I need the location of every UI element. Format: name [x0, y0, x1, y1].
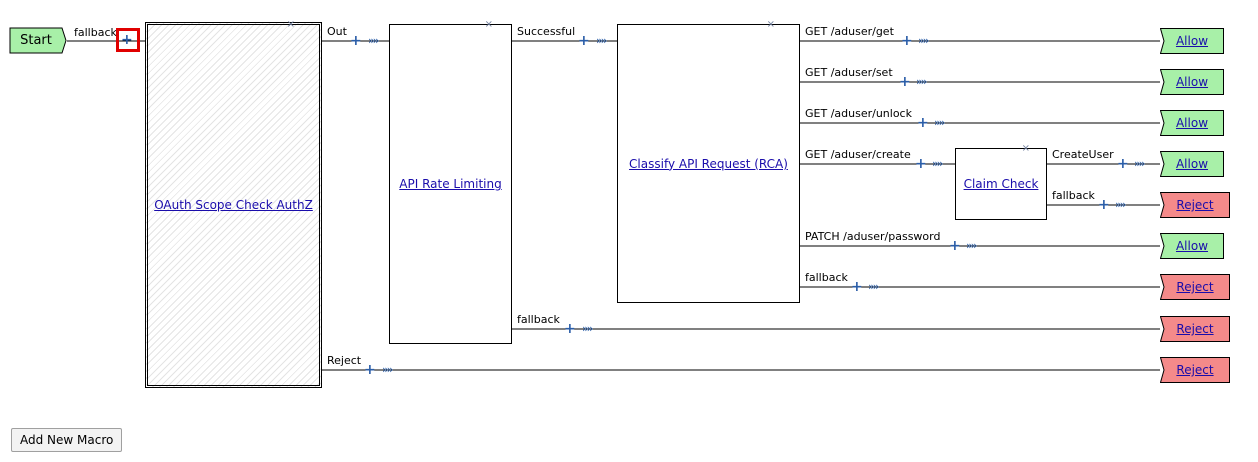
edge-label-oauth-out: Out	[327, 25, 347, 38]
terminal-allow-label[interactable]: Allow	[1175, 157, 1209, 171]
start-shape	[9, 27, 67, 54]
terminal-reject[interactable]: Reject	[1160, 192, 1230, 218]
connector-arrow-icon: »»	[966, 239, 978, 252]
edge-label-claim-fallback: fallback	[1052, 189, 1095, 202]
node-claim-check[interactable]: Claim Check ×	[955, 144, 1047, 220]
edge-label-get-aduser-set: GET /aduser/set	[805, 66, 893, 79]
plus-icon[interactable]: +	[901, 33, 913, 49]
edge-label-rate-fallback: fallback	[517, 313, 560, 326]
connector-arrow-icon: »»	[932, 157, 944, 170]
edge-label-get-aduser-unlock: GET /aduser/unlock	[805, 107, 912, 120]
plus-icon[interactable]: +	[949, 238, 961, 254]
terminal-allow-shape	[1160, 69, 1224, 95]
terminal-reject-label[interactable]: Reject	[1176, 198, 1214, 212]
edge-label-classify-fallback: fallback	[805, 271, 848, 284]
terminal-allow[interactable]: Allow	[1160, 110, 1224, 136]
terminal-allow-label[interactable]: Allow	[1175, 34, 1209, 48]
node-api-rate-limiting[interactable]: API Rate Limiting ×	[389, 20, 512, 344]
terminal-allow[interactable]: Allow	[1160, 69, 1224, 95]
connector-arrow-icon: »»	[1134, 157, 1146, 170]
node-oauth-label[interactable]: OAuth Scope Check AuthZ	[154, 198, 313, 212]
close-icon[interactable]: ×	[766, 19, 775, 30]
terminal-allow-shape	[1160, 151, 1224, 177]
terminal-reject-label[interactable]: Reject	[1176, 363, 1214, 377]
terminal-reject-shape	[1160, 316, 1230, 342]
terminal-reject-shape	[1160, 192, 1230, 218]
edge-label-oauth-reject: Reject	[327, 354, 362, 367]
terminal-reject[interactable]: Reject	[1160, 357, 1230, 383]
connector-arrow-icon: »»	[382, 363, 394, 376]
terminal-reject-label[interactable]: Reject	[1176, 280, 1214, 294]
start-label: Start	[20, 33, 52, 48]
close-icon[interactable]: ×	[484, 19, 493, 30]
edge-label-get-aduser-create: GET /aduser/create	[805, 148, 911, 161]
node-classify-api-request[interactable]: Classify API Request (RCA) ×	[617, 20, 800, 303]
connector-arrow-icon: »»	[582, 322, 594, 335]
node-classify-label[interactable]: Classify API Request (RCA)	[629, 156, 788, 171]
plus-icon[interactable]: +	[350, 33, 362, 49]
terminal-allow[interactable]: Allow	[1160, 28, 1224, 54]
node-rate-label[interactable]: API Rate Limiting	[399, 177, 502, 191]
terminal-allow-shape	[1160, 233, 1224, 259]
edge-label-rate-successful: Successful	[517, 25, 576, 38]
plus-icon[interactable]: +	[899, 74, 911, 90]
terminal-allow[interactable]: Allow	[1160, 151, 1224, 177]
plus-icon[interactable]: +	[564, 321, 576, 337]
plus-icon[interactable]: +	[121, 32, 133, 48]
terminal-allow-shape	[1160, 28, 1224, 54]
add-new-macro-button[interactable]: Add New Macro	[11, 428, 123, 452]
terminal-reject-shape	[1160, 357, 1230, 383]
plus-icon[interactable]: +	[1098, 197, 1110, 213]
node-claim-label[interactable]: Claim Check	[963, 177, 1039, 191]
connector-arrow-icon: »»	[918, 34, 930, 47]
terminal-allow-label[interactable]: Allow	[1175, 75, 1209, 89]
connector-arrow-icon: »»	[368, 34, 380, 47]
plus-icon[interactable]: +	[578, 33, 590, 49]
plus-icon[interactable]: +	[915, 156, 927, 172]
connector-arrow-icon: »»	[934, 116, 946, 129]
edge-label-start-fallback: fallback	[74, 26, 117, 39]
focused-insert-button[interactable]	[116, 28, 140, 52]
terminal-allow-shape	[1160, 110, 1224, 136]
terminal-allow-label[interactable]: Allow	[1175, 116, 1209, 130]
node-oauth-scope-check[interactable]: OAuth Scope Check AuthZ ×	[145, 19, 322, 388]
plus-icon[interactable]: +	[1117, 156, 1129, 172]
connector-arrow-icon: »»	[1115, 198, 1127, 211]
close-icon[interactable]: ×	[1021, 143, 1030, 154]
edge-label-get-aduser-get: GET /aduser/get	[805, 25, 894, 38]
close-icon[interactable]: ×	[286, 19, 295, 30]
terminal-reject-shape	[1160, 274, 1230, 300]
start-node[interactable]: Start	[9, 27, 67, 54]
edge-label-claim-createuser: CreateUser	[1052, 148, 1114, 161]
plus-icon[interactable]: +	[851, 279, 863, 295]
connector-arrow-icon: »»	[916, 75, 928, 88]
terminal-reject-label[interactable]: Reject	[1176, 322, 1214, 336]
terminal-reject[interactable]: Reject	[1160, 274, 1230, 300]
terminal-allow-label[interactable]: Allow	[1175, 239, 1209, 253]
plus-icon[interactable]: +	[917, 115, 929, 131]
edge-label-patch-aduser-password: PATCH /aduser/password	[805, 230, 941, 243]
terminal-reject[interactable]: Reject	[1160, 316, 1230, 342]
plus-icon[interactable]: +	[364, 362, 376, 378]
connector-arrow-icon: »»	[868, 280, 880, 293]
terminal-allow[interactable]: Allow	[1160, 233, 1224, 259]
connector-arrow-icon: »»	[596, 34, 608, 47]
